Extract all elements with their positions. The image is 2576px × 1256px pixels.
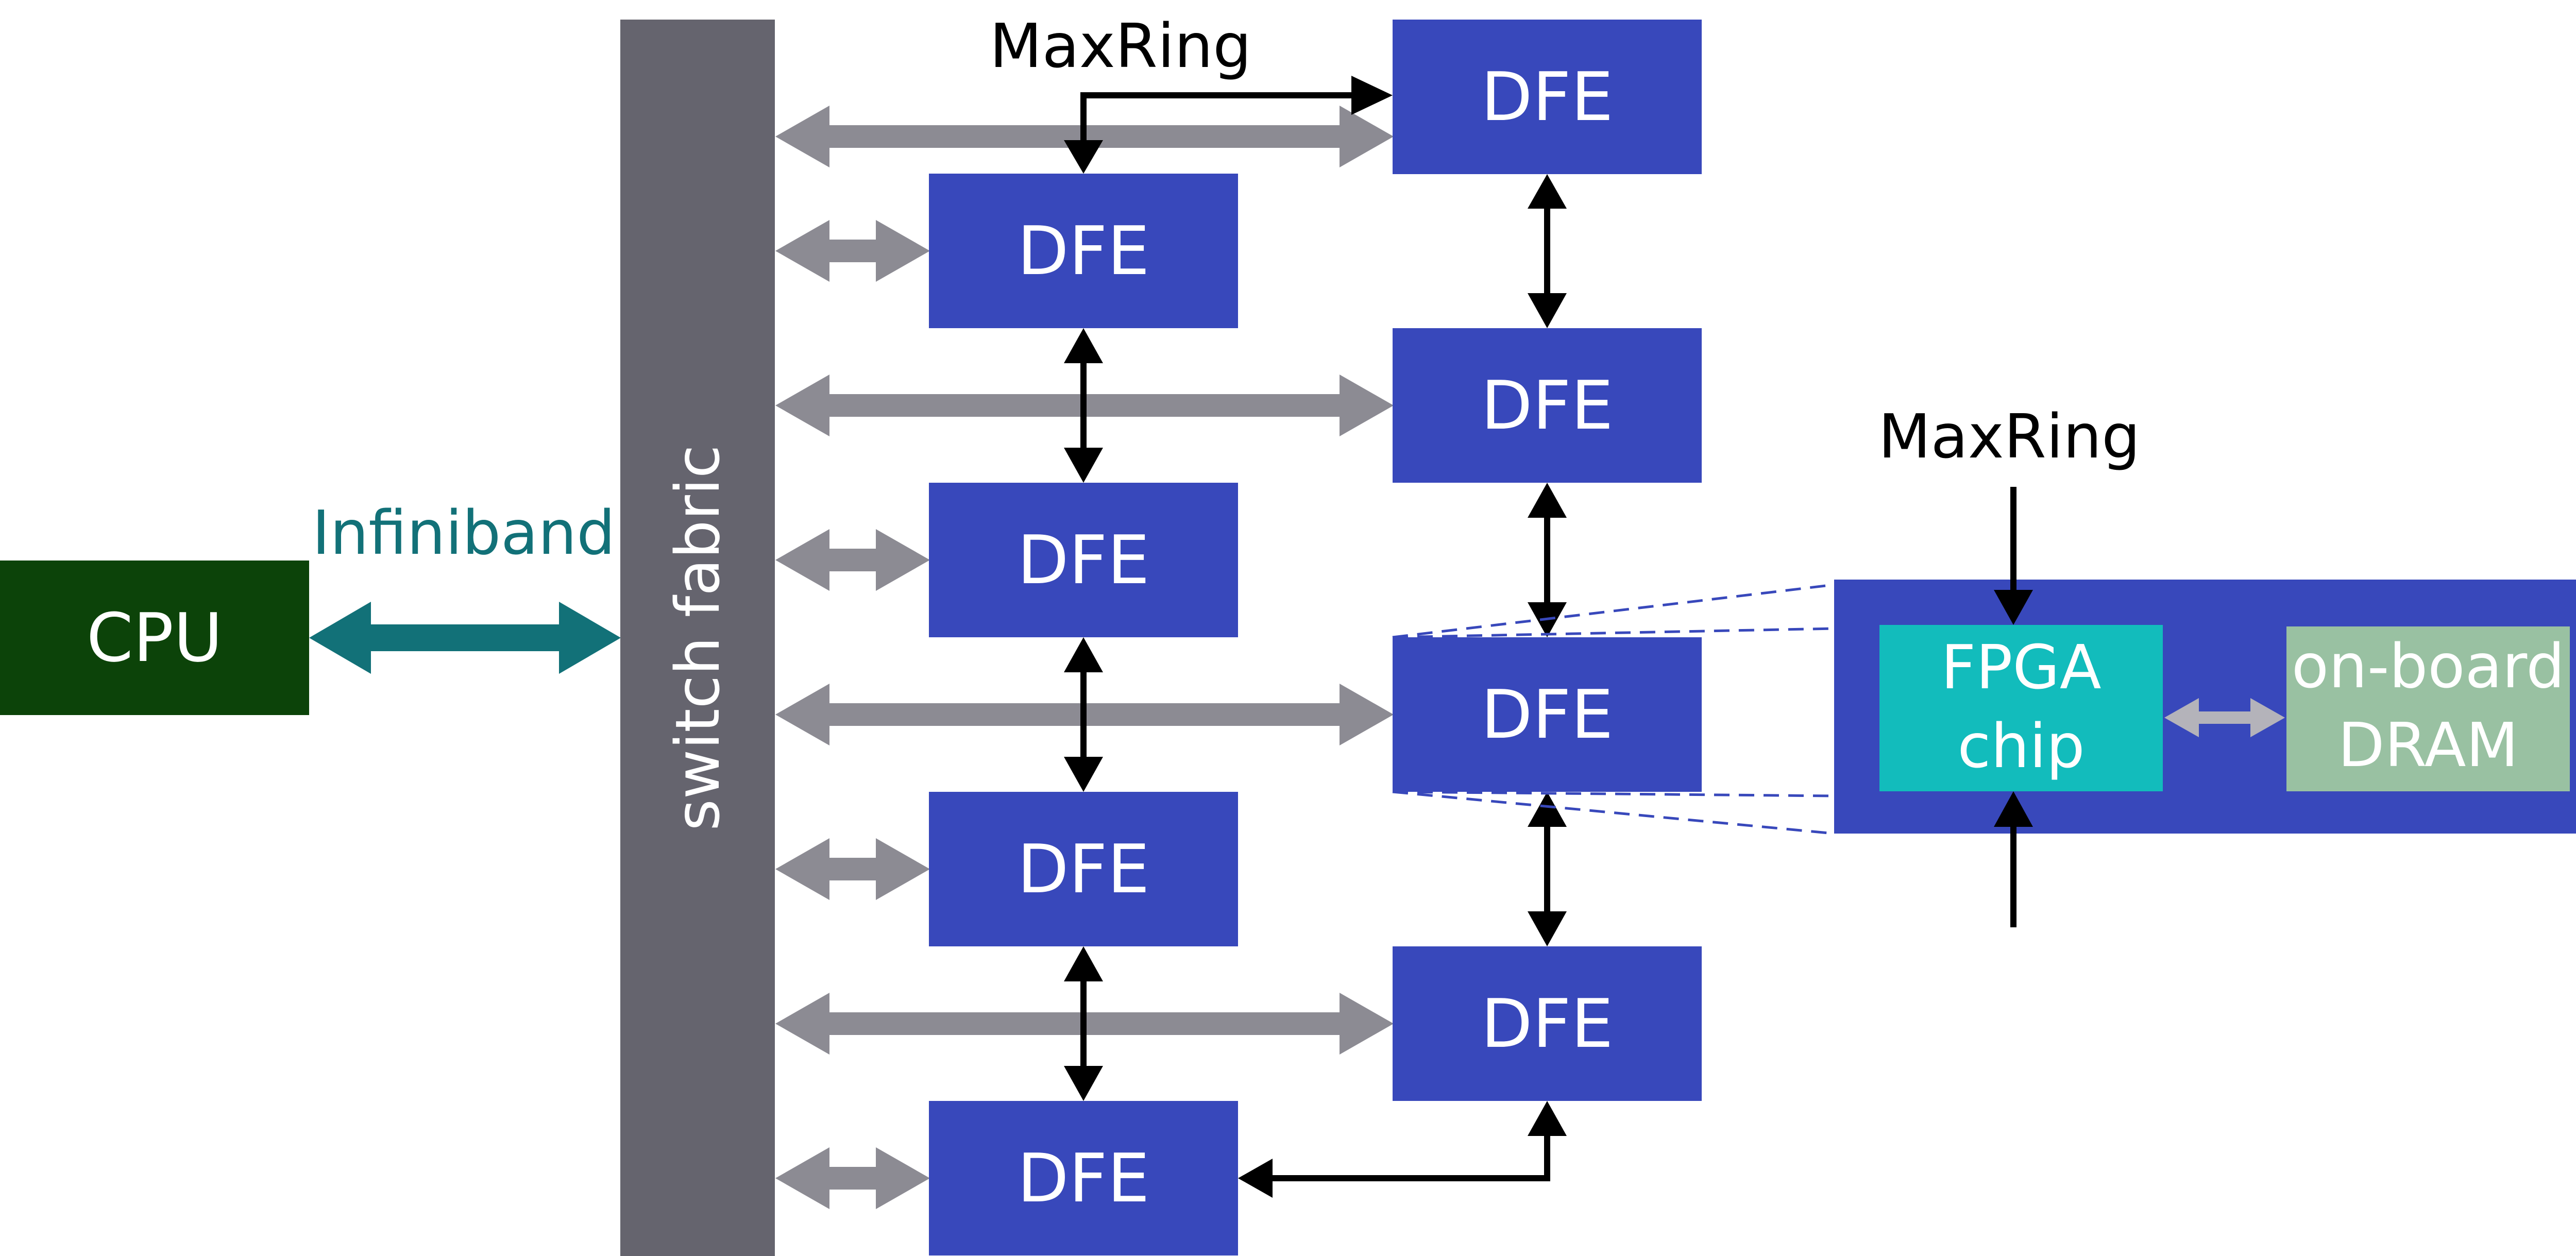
maxring-top-connector: [1080, 92, 1351, 147]
switch-fabric: [620, 20, 775, 1256]
dfe-node-right-4: [1393, 946, 1702, 1101]
ring-link-bottom: [1273, 1136, 1550, 1181]
maxring-detail-arrowheads: [1994, 590, 2033, 827]
maxring-detail-label: MaxRing: [1878, 401, 2140, 472]
arrowhead: [1528, 174, 1567, 209]
dfe-node-left-3: [929, 792, 1238, 946]
arrowhead: [1528, 1101, 1567, 1136]
arrowhead: [1064, 140, 1103, 174]
arrowhead: [1528, 293, 1567, 328]
arrowhead: [1528, 483, 1567, 518]
dram-label-line2: DRAM: [2338, 709, 2519, 780]
fpga-chip: [1879, 625, 2163, 791]
fabric-arrow-short-3: [775, 838, 930, 900]
dfe-node-right-3: [1393, 637, 1702, 792]
onboard-dram: [2286, 626, 2570, 791]
dfe-label: DFE: [1481, 675, 1613, 754]
dfe-boxes: [929, 20, 1702, 1255]
switch-fabric-label: switch fabric: [662, 445, 733, 830]
arrowhead: [1064, 637, 1103, 672]
maxring-arrowheads: [1064, 76, 1567, 1198]
fpga-chip-label-line2: chip: [1957, 710, 2084, 782]
cpu-box: [0, 561, 309, 715]
fabric-arrow-short-1: [775, 220, 930, 282]
dfe-node-left-4: [929, 1101, 1238, 1255]
dfe-label: DFE: [1481, 366, 1613, 445]
fpga-chip-label-line1: FPGA: [1941, 632, 2101, 703]
dfe-label: DFE: [1481, 985, 1613, 1063]
zoom-guide: [1392, 627, 1835, 639]
dfe-label: DFE: [1481, 58, 1613, 136]
maxring-top-label: MaxRing: [990, 10, 1251, 81]
dfe-label: DFE: [1017, 521, 1149, 599]
zoom-guide: [1392, 790, 1835, 797]
arrowhead: [1064, 757, 1103, 792]
arrowhead: [1064, 946, 1103, 981]
arrowhead: [1064, 448, 1103, 483]
zoom-guide: [1392, 790, 1835, 835]
infiniband-arrow: [309, 602, 621, 674]
maxring-links: [1080, 92, 1550, 1181]
infiniband-label: Infiniband: [312, 497, 615, 568]
arrowhead: [1528, 792, 1567, 827]
cpu-label: CPU: [87, 599, 223, 677]
dfe-label: DFE: [1017, 212, 1149, 290]
dfe-node-right-1: [1393, 20, 1702, 174]
arrowhead: [1528, 911, 1567, 946]
fpga-dram-arrow: [2164, 698, 2285, 737]
dfe-node-left-2: [929, 483, 1238, 637]
arrowhead: [1351, 76, 1393, 115]
arrowhead: [1064, 1066, 1103, 1101]
arrowhead: [1238, 1159, 1273, 1198]
dfe-label: DFE: [1017, 830, 1149, 908]
dfe-node-left-1: [929, 174, 1238, 328]
dfe-labels: DFE DFE DFE DFE DFE DFE DFE DFE: [1017, 58, 1613, 1217]
arrowhead: [1994, 590, 2033, 625]
arrowhead: [1064, 328, 1103, 363]
fabric-arrow-short-4: [775, 1147, 930, 1209]
dram-label-line1: on-board: [2292, 631, 2565, 702]
dfe-label: DFE: [1017, 1139, 1149, 1217]
fabric-arrow-short-2: [775, 529, 930, 591]
arrowhead: [1994, 791, 2033, 827]
dfe-node-right-2: [1393, 328, 1702, 483]
